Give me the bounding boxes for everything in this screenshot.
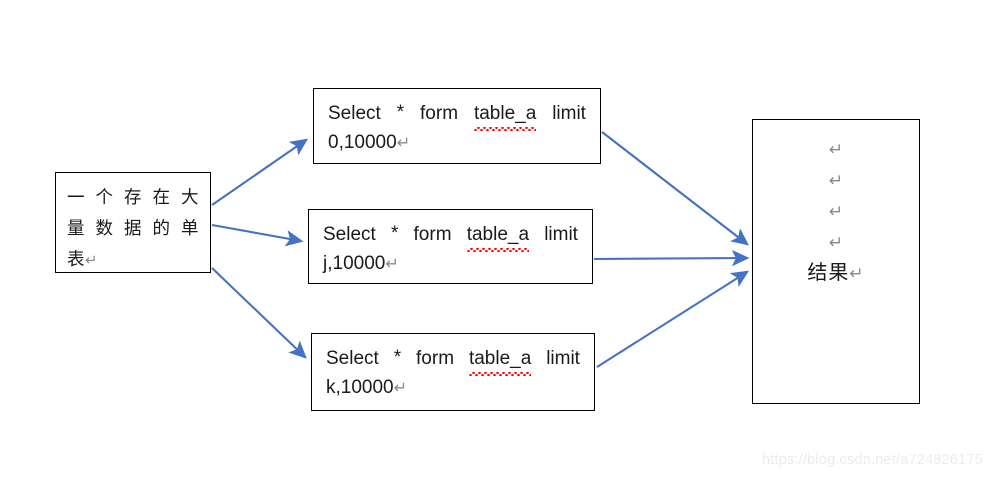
source-char: 存 bbox=[124, 187, 142, 207]
source-char: 量 bbox=[67, 218, 85, 238]
sql-table-name: table_a bbox=[473, 99, 537, 131]
query-1-line-2: 0,10000↵ bbox=[328, 128, 586, 158]
result-empty-line-1: ↵ bbox=[828, 140, 844, 159]
arrow-query-2-to-result bbox=[593, 249, 750, 267]
sql-keyword-select: Select bbox=[328, 103, 381, 124]
source-char: 个 bbox=[95, 187, 114, 207]
query-1-line-1: Select * form table_a limit bbox=[328, 99, 586, 131]
sql-keyword-limit: limit bbox=[552, 103, 586, 124]
source-line-2: 量 数 据 的 单 bbox=[67, 213, 199, 244]
sql-keyword-form: form bbox=[416, 348, 455, 369]
source-table-node[interactable]: 一 个 存 在 大 量 数 据 的 单 表↵ bbox=[55, 172, 211, 273]
result-label: 结果 bbox=[807, 262, 850, 284]
query-node-2[interactable]: Select * form table_a limit j,10000↵ bbox=[308, 209, 593, 284]
arrow-source-to-query-2 bbox=[211, 223, 304, 247]
source-char: 的 bbox=[152, 218, 171, 238]
sql-offset-value: k,10000 bbox=[326, 377, 394, 398]
source-line-3: 表↵ bbox=[67, 244, 199, 277]
paragraph-return-icon: ↵ bbox=[385, 255, 399, 273]
source-char: 一 bbox=[67, 187, 85, 207]
arrow-query-3-to-result bbox=[596, 270, 750, 368]
paragraph-return-icon: ↵ bbox=[849, 264, 865, 283]
result-empty-line-2: ↵ bbox=[828, 171, 844, 190]
sql-table-name: table_a bbox=[466, 220, 530, 252]
sql-keyword-form: form bbox=[420, 103, 459, 124]
query-node-1[interactable]: Select * form table_a limit 0,10000↵ bbox=[313, 88, 601, 164]
result-empty-line-3: ↵ bbox=[828, 202, 844, 221]
result-empty-line-4: ↵ bbox=[828, 233, 844, 252]
sql-star-glyph: * bbox=[393, 347, 402, 368]
source-char: 在 bbox=[152, 187, 171, 207]
arrow-query-1-to-result bbox=[601, 131, 749, 246]
result-label-row: 结果↵ bbox=[753, 258, 919, 289]
query-node-3[interactable]: Select * form table_a limit k,10000↵ bbox=[311, 333, 595, 411]
result-node[interactable]: ↵ ↵ ↵ ↵ 结果↵ bbox=[752, 119, 920, 404]
arrow-source-to-query-1 bbox=[211, 138, 309, 206]
source-char: 数 bbox=[95, 218, 114, 238]
query-2-line-2: j,10000↵ bbox=[323, 249, 578, 279]
sql-keyword-limit: limit bbox=[544, 224, 578, 245]
query-3-line-2: k,10000↵ bbox=[326, 373, 580, 403]
sql-star-glyph: * bbox=[390, 223, 399, 244]
sql-table-name: table_a bbox=[468, 344, 532, 376]
paragraph-return-icon: ↵ bbox=[393, 379, 408, 397]
sql-keyword-limit: limit bbox=[546, 348, 580, 369]
arrow-source-to-query-3 bbox=[211, 267, 307, 359]
sql-star-glyph: * bbox=[396, 102, 405, 123]
query-2-line-1: Select * form table_a limit bbox=[323, 220, 578, 252]
query-3-line-1: Select * form table_a limit bbox=[326, 344, 580, 376]
source-char: 单 bbox=[181, 218, 199, 238]
source-char: 表 bbox=[67, 249, 85, 269]
source-line-1: 一 个 存 在 大 bbox=[67, 182, 199, 213]
source-char: 大 bbox=[181, 187, 199, 207]
sql-keyword-form: form bbox=[413, 224, 452, 245]
sql-keyword-select: Select bbox=[323, 224, 376, 245]
sql-keyword-select: Select bbox=[326, 348, 379, 369]
paragraph-return-icon: ↵ bbox=[396, 134, 411, 152]
source-char: 据 bbox=[124, 218, 142, 238]
sql-offset-value: 0,10000 bbox=[328, 132, 397, 153]
watermark-url: https://blog.csdn.net/a724826175 bbox=[762, 452, 983, 468]
paragraph-return-icon: ↵ bbox=[85, 253, 98, 269]
sql-offset-value: j,10000 bbox=[323, 253, 386, 274]
